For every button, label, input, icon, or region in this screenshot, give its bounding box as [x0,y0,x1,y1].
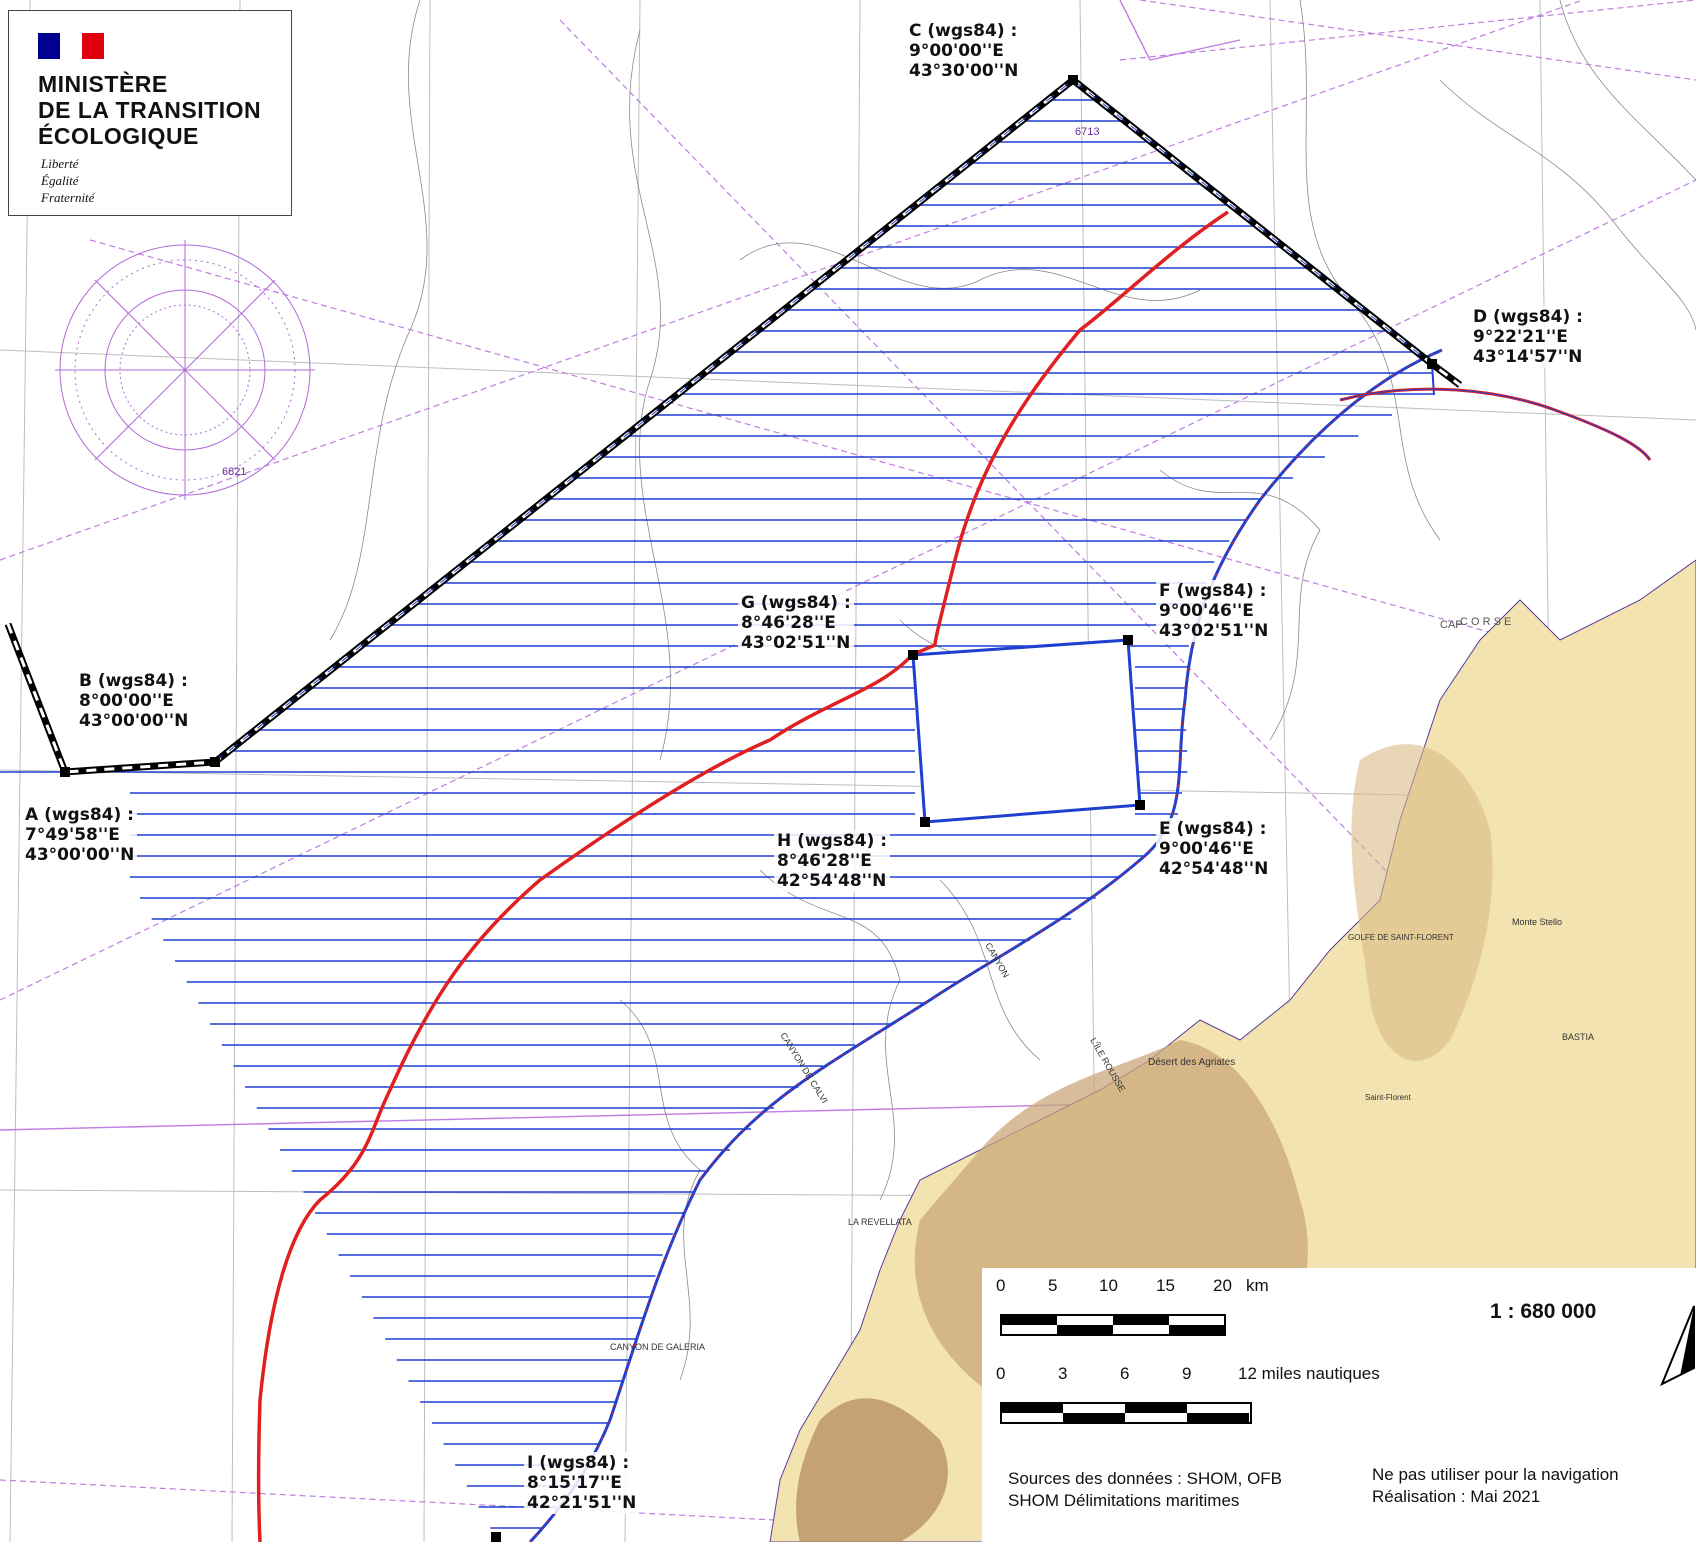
vertex-marker-e [1135,800,1145,810]
point-f-name: F (wgs84) : [1159,581,1267,601]
french-flag-icon [38,33,104,59]
point-label-c: C (wgs84) : 9°00'00''E 43°30'00''N [906,20,1022,82]
point-e-lat: 42°54'48''N [1159,859,1269,879]
motto-egalite: Égalité [41,173,79,188]
point-a-lat: 43°00'00''N [25,845,135,865]
point-label-d: D (wgs84) : 9°22'21''E 43°14'57''N [1470,306,1586,368]
point-b-lat: 43°00'00''N [79,711,189,731]
point-c-lon: 9°00'00''E [909,41,1004,61]
point-g-name: G (wgs84) : [741,593,851,613]
point-d-lon: 9°22'21''E [1473,327,1568,347]
point-d-name: D (wgs84) : [1473,307,1583,327]
navigation-warning: Ne pas utiliser pour la navigation [1372,1465,1619,1484]
scale-nm-tick-0: 0 [996,1364,1006,1383]
scale-ratio: 1 : 680 000 [1490,1300,1597,1323]
scale-bar-nm [1000,1402,1252,1424]
scale-km-tick-15: 15 [1156,1276,1175,1295]
scale-km-tick-20: 20 [1213,1276,1232,1295]
point-f-lon: 9°00'46''E [1159,601,1254,621]
point-b-lon: 8°00'00''E [79,691,174,711]
point-g-lon: 8°46'28''E [741,613,836,633]
point-label-e: E (wgs84) : 9°00'46''E 42°54'48''N [1156,818,1272,880]
scale-km-tick-5: 5 [1048,1276,1058,1295]
vertex-marker-g [908,650,918,660]
vertex-marker-i [491,1532,501,1542]
point-h-name: H (wgs84) : [777,831,888,851]
point-a-name: A (wgs84) : [25,805,134,825]
point-e-name: E (wgs84) : [1159,819,1267,839]
point-label-h: H (wgs84) : 8°46'28''E 42°54'48''N [774,830,891,892]
point-b-name: B (wgs84) : [79,671,188,691]
point-d-lat: 43°14'57''N [1473,347,1583,367]
vertex-marker-h [920,817,930,827]
point-i-lat: 42°21'51''N [527,1493,637,1513]
scale-nm-unit: 12 miles nautiques [1238,1364,1380,1383]
scale-km-tick-10: 10 [1099,1276,1118,1295]
north-arrow-icon [1660,1305,1695,1387]
point-i-name: I (wgs84) : [527,1453,630,1473]
sources-line-2: SHOM Délimitations maritimes [1008,1491,1240,1510]
vertex-marker-f [1123,635,1133,645]
notice-text: Ne pas utiliser pour la navigation Réali… [1372,1464,1619,1508]
point-h-lat: 42°54'48''N [777,871,887,891]
point-label-f: F (wgs84) : 9°00'46''E 43°02'51''N [1156,580,1272,642]
flag-blue [38,33,60,59]
vertex-marker-d [1427,359,1437,369]
bastia-label: BASTIA [1562,1032,1594,1042]
revellata-label: LA REVELLATA [848,1217,912,1227]
flag-white [60,33,82,59]
golfe-label: GOLFE DE SAINT-FLORENT [1348,933,1454,942]
flag-red [82,33,104,59]
scale-nm-tick-9: 9 [1182,1364,1192,1383]
motto-liberte: Liberté [41,156,79,171]
vertex-marker-b [210,757,220,767]
cape-label: CAP [1440,619,1463,631]
scale-km-unit: km [1246,1276,1269,1295]
compass-rose [55,240,315,500]
island-label: C O R S E [1460,616,1511,628]
point-i-lon: 8°15'17''E [527,1473,622,1493]
scale-nm-tick-6: 6 [1120,1364,1130,1383]
scale-km-tick-0: 0 [996,1276,1006,1295]
territorial-boundary-red [256,210,1652,1542]
point-label-a: A (wgs84) : 7°49'58''E 43°00'00''N [22,804,138,866]
point-g-lat: 43°02'51''N [741,633,851,653]
zone-vertices [60,75,1437,1542]
point-label-g: G (wgs84) : 8°46'28''E 43°02'51''N [738,592,854,654]
point-e-lon: 9°00'46''E [1159,839,1254,859]
legend-panel: 0 5 10 15 20 km 0 3 6 9 12 miles nautiqu… [982,1268,1696,1542]
ministry-line-1: MINISTÈRE [38,71,168,97]
compass-rose-id: 6821 [222,466,246,478]
point-h-lon: 8°46'28''E [777,851,872,871]
motto-fraternite: Fraternité [41,190,95,205]
saint-florent-label: Saint-Florent [1365,1093,1412,1102]
point-label-b: B (wgs84) : 8°00'00''E 43°00'00''N [76,670,192,732]
point-a-lon: 7°49'58''E [25,825,120,845]
vertex-marker-c [1068,75,1078,85]
monte-stello-label: Monte Stello [1512,917,1562,927]
production-date: Réalisation : Mai 2021 [1372,1487,1541,1506]
sources-text: Sources des données : SHOM, OFB SHOM Dél… [1008,1468,1282,1512]
point-f-lat: 43°02'51''N [1159,621,1269,641]
point-label-i: I (wgs84) : 8°15'17''E 42°21'51''N [524,1452,640,1514]
vertex-marker-a [60,767,70,777]
desert-label: Désert des Agriates [1148,1057,1235,1068]
sources-line-1: Sources des données : SHOM, OFB [1008,1469,1283,1488]
canyon-galeria-label: CANYON DE GALERIA [610,1342,705,1352]
scale-nm-tick-3: 3 [1058,1364,1068,1383]
point-c-name: C (wgs84) : [909,21,1018,41]
chart-id: 6713 [1075,126,1099,138]
ministry-line-2: DE LA TRANSITION [38,97,262,123]
scale-bar-km [1000,1314,1226,1336]
point-c-lat: 43°30'00''N [909,61,1019,81]
ministry-line-3: ÉCOLOGIQUE [38,123,199,149]
ministry-logo: MINISTÈRE DE LA TRANSITION ÉCOLOGIQUE Li… [8,10,292,216]
